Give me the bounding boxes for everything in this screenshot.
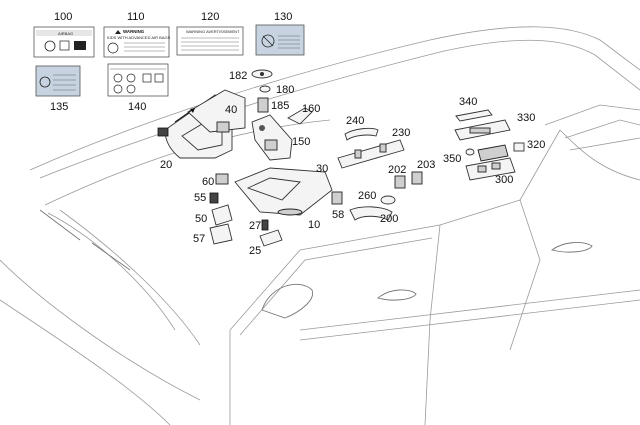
airbag-label-text: AIRBAG xyxy=(58,31,73,36)
part-340[interactable] xyxy=(455,109,493,122)
callout-110[interactable]: 110 xyxy=(127,11,145,23)
callout-240[interactable]: 240 xyxy=(346,115,364,127)
label-140[interactable] xyxy=(107,63,169,97)
callout-180[interactable]: 180 xyxy=(276,84,294,96)
callout-100[interactable]: 100 xyxy=(54,11,72,23)
module-300[interactable] xyxy=(465,157,516,181)
callout-130[interactable]: 130 xyxy=(274,11,292,23)
callout-230[interactable]: 230 xyxy=(392,127,410,139)
label-110[interactable]: WARNING KIDS WITH ADVANCED AIR BAGS xyxy=(103,26,171,58)
leader-arrowhead xyxy=(190,108,195,113)
sun-visor-right[interactable] xyxy=(234,167,333,216)
callout-120[interactable]: 120 xyxy=(201,11,219,23)
grommet-350[interactable] xyxy=(465,148,475,156)
callout-27[interactable]: 27 xyxy=(249,220,261,232)
callout-182[interactable]: 182 xyxy=(229,70,247,82)
warning-avert-label-text: WARNING AVERTISSEMENT xyxy=(186,29,240,34)
part-203[interactable] xyxy=(411,171,423,185)
callout-185[interactable]: 185 xyxy=(271,100,289,112)
callout-25[interactable]: 25 xyxy=(249,245,261,257)
callout-55[interactable]: 55 xyxy=(194,192,206,204)
callout-10[interactable]: 10 xyxy=(308,219,320,231)
panel-330[interactable] xyxy=(454,119,511,141)
callout-160[interactable]: 160 xyxy=(302,103,320,115)
callout-300[interactable]: 300 xyxy=(495,174,513,186)
grab-handle-200[interactable] xyxy=(349,206,393,221)
label-130[interactable] xyxy=(255,24,305,56)
part-27[interactable] xyxy=(261,219,269,231)
callout-320[interactable]: 320 xyxy=(527,139,545,151)
rail-230[interactable] xyxy=(337,139,405,169)
callout-340[interactable]: 340 xyxy=(459,96,477,108)
callout-20[interactable]: 20 xyxy=(160,159,172,171)
bracket-57[interactable] xyxy=(209,223,233,245)
part-180[interactable] xyxy=(259,85,271,93)
sun-visor-cover[interactable] xyxy=(187,89,246,133)
label-120[interactable]: WARNING AVERTISSEMENT xyxy=(176,26,244,56)
callout-30[interactable]: 30 xyxy=(316,163,328,175)
clip-58[interactable] xyxy=(331,191,343,205)
vehicle-outline xyxy=(0,26,640,425)
callout-350[interactable]: 350 xyxy=(443,153,461,165)
callout-330[interactable]: 330 xyxy=(517,112,535,124)
callout-202[interactable]: 202 xyxy=(388,164,406,176)
callout-140[interactable]: 140 xyxy=(128,101,146,113)
callout-200[interactable]: 200 xyxy=(380,213,398,225)
clip-55[interactable] xyxy=(209,192,219,204)
label-100[interactable]: AIRBAG xyxy=(33,26,95,58)
part-160[interactable] xyxy=(287,107,313,125)
switch-320[interactable] xyxy=(477,142,525,162)
part-202[interactable] xyxy=(394,175,406,189)
callout-60[interactable]: 60 xyxy=(202,176,214,188)
warning-label-text: WARNING xyxy=(123,29,145,34)
grab-handle-240[interactable] xyxy=(344,127,379,141)
bracket-50[interactable] xyxy=(211,204,233,226)
callout-58[interactable]: 58 xyxy=(332,209,344,221)
clip-60[interactable] xyxy=(215,173,229,185)
callout-50[interactable]: 50 xyxy=(195,213,207,225)
overhead-console-150[interactable] xyxy=(251,114,293,161)
callout-40[interactable]: 40 xyxy=(225,104,237,116)
part-260[interactable] xyxy=(380,195,396,205)
callout-260[interactable]: 260 xyxy=(358,190,376,202)
label-135[interactable] xyxy=(35,65,81,97)
part-182[interactable] xyxy=(251,69,273,79)
part-25[interactable] xyxy=(259,229,283,247)
callout-57[interactable]: 57 xyxy=(193,233,205,245)
kids-label-text: KIDS WITH ADVANCED AIR BAGS xyxy=(107,35,171,40)
callout-150[interactable]: 150 xyxy=(292,136,310,148)
part-185[interactable] xyxy=(257,97,269,113)
callout-203[interactable]: 203 xyxy=(417,159,435,171)
callout-135[interactable]: 135 xyxy=(50,101,68,113)
